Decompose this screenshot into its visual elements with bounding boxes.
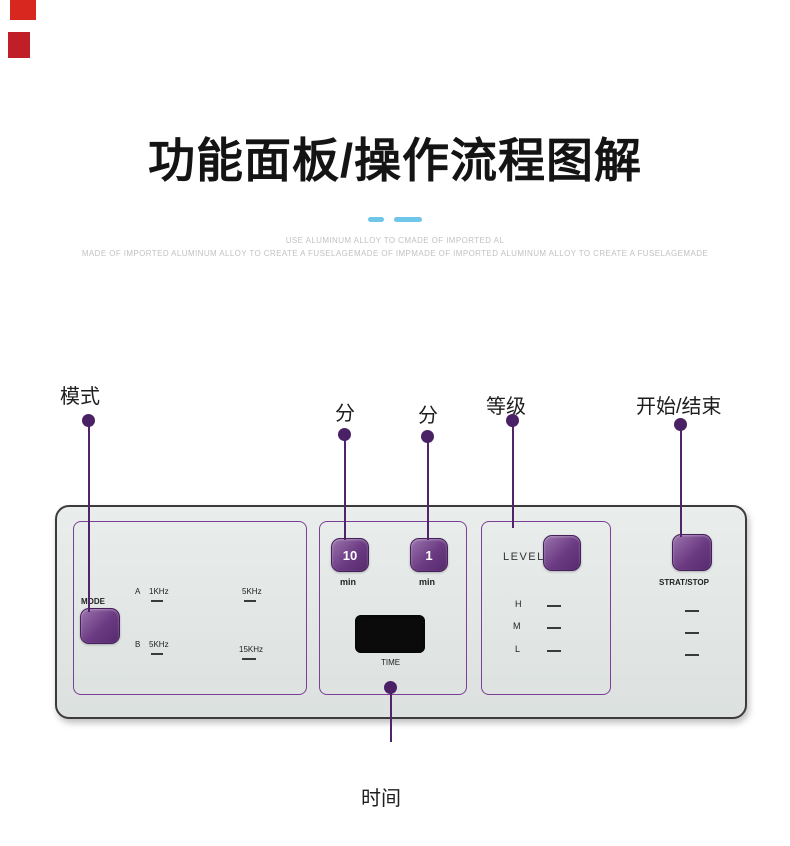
level-row-m: M (513, 621, 521, 631)
mode-button (80, 608, 120, 644)
indicator-dash-b2 (242, 658, 256, 660)
pointer-line-time (390, 693, 392, 742)
callout-time-label: 时间 (361, 788, 401, 810)
time-1min-button: 1 (410, 538, 448, 572)
callout-minute-left-label: 分 (335, 403, 355, 425)
mode-row-a-freq2: 5KHz (242, 587, 262, 596)
indicator-dash-start-3 (685, 654, 699, 656)
start-stop-button (672, 534, 712, 571)
pointer-line-minute-right (427, 442, 429, 540)
pointer-dot-time (384, 681, 397, 694)
mode-row-b-freq1: 5KHz (149, 640, 169, 649)
red-corner-decoration-bottom (8, 32, 30, 58)
divider-dash-short (367, 217, 384, 223)
indicator-dash-a2 (244, 600, 256, 602)
time-display-label: TIME (381, 658, 401, 667)
indicator-dash-h (547, 605, 561, 607)
indicator-dash-b1 (151, 653, 163, 655)
callout-mode-label: 模式 (60, 386, 100, 408)
divider-dash-long (394, 217, 423, 223)
tagline-line-1: USE ALUMINUM ALLOY TO CMADE OF IMPORTED … (285, 236, 505, 245)
mode-row-a-freq1: 1KHz (149, 587, 169, 596)
indicator-dash-m (547, 627, 561, 629)
mode-row-b-freq2: 15KHz (239, 645, 264, 654)
pointer-dot-minute-left (338, 428, 351, 441)
pointer-dot-minute-right (421, 430, 434, 443)
mode-section (73, 521, 307, 695)
red-corner-decoration-top (10, 0, 36, 20)
control-panel: MODE A 1KHz 5KHz B 5KHz 15KHz 10 min 1 m… (55, 505, 747, 719)
mode-row-b-label: B (135, 640, 141, 649)
time-10min-button: 10 (331, 538, 369, 572)
time-section (319, 521, 467, 695)
page-title: 功能面板/操作流程图解 (147, 134, 643, 187)
level-row-h: H (515, 599, 522, 609)
indicator-dash-l (547, 650, 561, 652)
level-title: LEVEL (503, 551, 545, 563)
callout-start-stop-label: 开始/结束 (636, 396, 722, 418)
pointer-dot-start-stop (674, 418, 687, 431)
mode-button-label: MODE (81, 597, 105, 606)
level-button (543, 535, 581, 571)
pointer-line-minute-left (344, 440, 346, 540)
callout-level-label: 等级 (486, 396, 526, 418)
time-10min-unit: min (340, 577, 357, 587)
time-display (355, 615, 425, 653)
start-stop-label: STRAT/STOP (659, 578, 709, 587)
indicator-dash-a1 (151, 600, 163, 602)
pointer-dot-mode (82, 414, 95, 427)
indicator-dash-start-1 (685, 610, 699, 612)
pointer-line-start-stop (680, 430, 682, 537)
callout-minute-right-label: 分 (418, 405, 438, 427)
pointer-dot-level (506, 414, 519, 427)
level-section (481, 521, 611, 695)
divider (0, 211, 790, 229)
indicator-dash-start-2 (685, 632, 699, 634)
tagline-line-2: MADE OF IMPORTED ALUMINUM ALLOY TO CREAT… (81, 249, 709, 258)
mode-row-a-label: A (135, 587, 141, 596)
pointer-line-level (512, 426, 514, 528)
time-1min-unit: min (419, 577, 436, 587)
level-row-l: L (515, 644, 521, 654)
pointer-line-mode (88, 426, 90, 612)
